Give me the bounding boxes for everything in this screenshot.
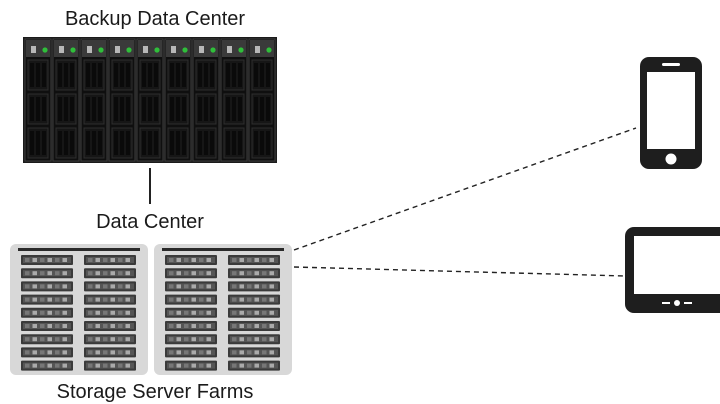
rack-unit	[164, 38, 192, 162]
server-unit	[165, 281, 217, 292]
server-unit	[21, 360, 73, 371]
rack-unit	[108, 38, 136, 162]
server-unit	[84, 281, 136, 292]
server-unit	[228, 307, 280, 318]
server-unit	[84, 360, 136, 371]
server-unit	[165, 307, 217, 318]
server-unit	[165, 268, 217, 279]
server-unit	[84, 321, 136, 331]
server-unit	[84, 334, 136, 345]
server-unit	[84, 255, 136, 265]
server-unit	[228, 347, 280, 358]
server-unit	[21, 347, 73, 358]
server-unit	[165, 321, 217, 331]
phone-link-line	[293, 127, 637, 251]
server-rack-icon	[23, 37, 277, 163]
tablet-icon	[625, 227, 720, 313]
server-unit	[21, 294, 73, 305]
smartphone-icon	[640, 57, 702, 169]
rack-unit	[192, 38, 220, 162]
rack-unit	[220, 38, 248, 162]
server-unit	[228, 294, 280, 305]
server-unit	[228, 321, 280, 331]
server-unit	[165, 255, 217, 265]
server-unit	[21, 255, 73, 265]
server-unit	[21, 268, 73, 279]
server-unit	[228, 268, 280, 279]
backup-data-center-label: Backup Data Center	[64, 8, 246, 30]
server-farm-icon	[10, 244, 292, 375]
server-unit	[228, 360, 280, 371]
server-unit	[21, 281, 73, 292]
server-unit	[84, 294, 136, 305]
data-center-label: Data Center	[96, 211, 204, 233]
server-unit	[228, 255, 280, 265]
rack-unit	[24, 38, 52, 162]
server-unit	[21, 321, 73, 331]
server-unit	[228, 281, 280, 292]
server-unit	[165, 360, 217, 371]
server-unit	[228, 334, 280, 345]
server-unit	[165, 334, 217, 345]
rack-unit	[80, 38, 108, 162]
server-unit	[21, 307, 73, 318]
rack-unit	[52, 38, 80, 162]
server-unit	[84, 268, 136, 279]
tablet-link-line	[293, 266, 626, 277]
rack-unit	[136, 38, 164, 162]
server-unit	[165, 294, 217, 305]
server-unit	[21, 334, 73, 345]
server-unit	[84, 347, 136, 358]
rack-unit	[248, 38, 276, 162]
server-unit	[165, 347, 217, 358]
storage-server-farms-label: Storage Server Farms	[56, 381, 254, 403]
server-unit	[84, 307, 136, 318]
